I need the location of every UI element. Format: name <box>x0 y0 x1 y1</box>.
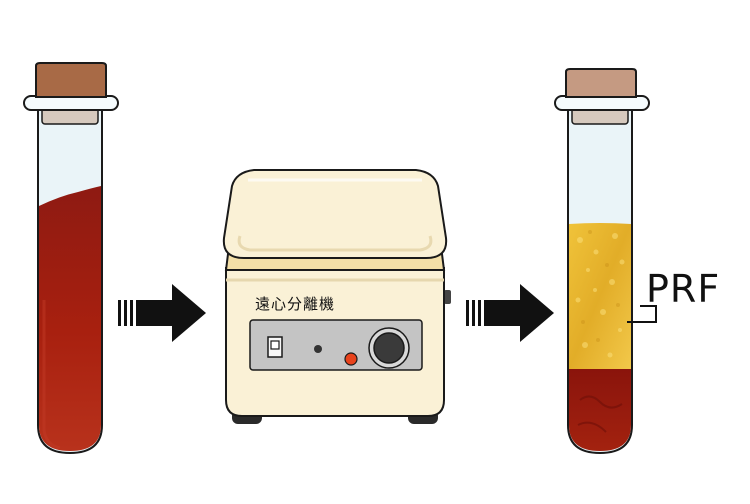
centrifuge-lid <box>222 169 448 259</box>
tube-rim <box>23 95 119 111</box>
indicator-light <box>314 345 322 353</box>
centrifuge: 遠心分離機 <box>222 169 451 424</box>
blood-tube-after <box>554 68 650 455</box>
cork <box>35 62 107 98</box>
blood-tube-before <box>23 62 119 455</box>
red-cell-layer <box>569 369 631 451</box>
prf-bracket <box>627 305 657 323</box>
power-switch[interactable] <box>267 336 283 358</box>
cork <box>565 68 637 98</box>
arrow-right-1 <box>118 284 206 342</box>
tube-rim <box>554 95 650 111</box>
prf-label: PRF <box>646 267 720 311</box>
start-button[interactable] <box>344 352 358 366</box>
arrow-right-2 <box>466 284 554 342</box>
blood-fill <box>39 186 101 451</box>
prf-layer <box>569 223 631 369</box>
prf-annotation: PRF <box>627 267 720 323</box>
speed-dial[interactable] <box>368 327 410 369</box>
centrifuge-label: 遠心分離機 <box>255 295 335 313</box>
